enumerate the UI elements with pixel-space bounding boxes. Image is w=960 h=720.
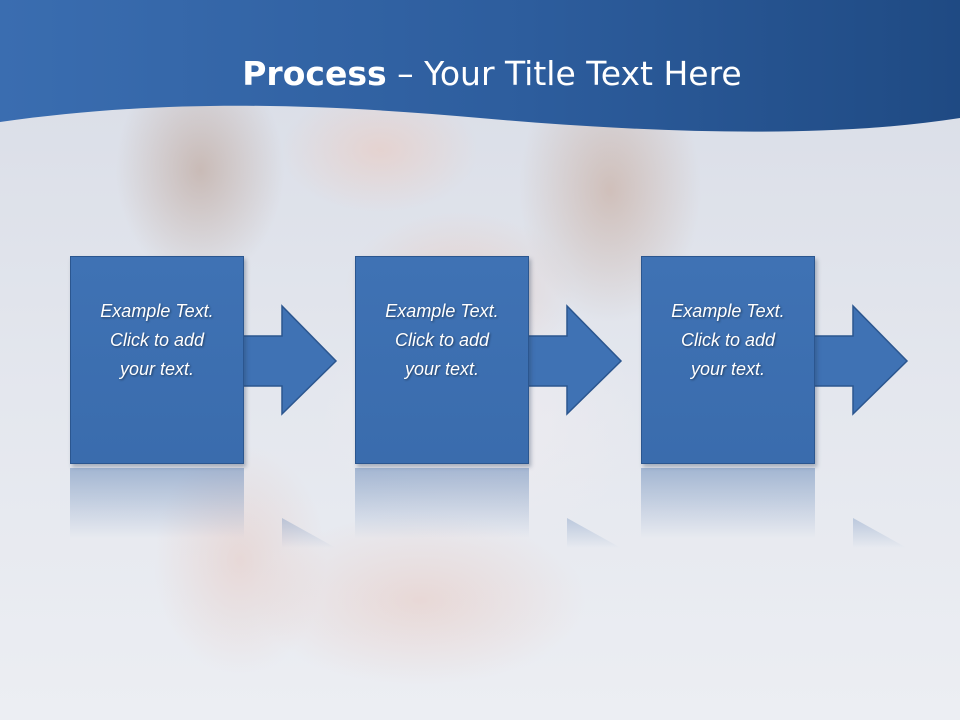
step-text-line: Click to add <box>394 329 490 350</box>
step-text[interactable]: Example Text. Click to add your text. <box>648 297 808 384</box>
process-step-3: Example Text. Click to add your text. <box>641 256 960 548</box>
step-text-line: Example Text. <box>100 300 214 321</box>
step-text[interactable]: Example Text. Click to add your text. <box>77 297 237 384</box>
process-step-2: Example Text. Click to add your text. <box>355 256 695 548</box>
step-text-line: Click to add <box>680 329 776 350</box>
arrow-reflection <box>282 518 336 548</box>
process-step-1: Example Text. Click to add your text. <box>70 256 410 548</box>
step-text-line: your text. <box>404 358 480 379</box>
step-text-line: your text. <box>690 358 766 379</box>
step-text-line: Click to add <box>109 329 205 350</box>
step-text-line: Example Text. <box>385 300 499 321</box>
step-box[interactable]: Example Text. Click to add your text. <box>355 256 529 464</box>
step-text-line: your text. <box>119 358 195 379</box>
title-bold-part: Process <box>242 54 387 93</box>
step-box[interactable]: Example Text. Click to add your text. <box>70 256 244 464</box>
step-reflection <box>641 468 815 538</box>
step-reflection <box>70 468 244 538</box>
header-wave-banner <box>0 0 960 132</box>
step-box[interactable]: Example Text. Click to add your text. <box>641 256 815 464</box>
step-reflection <box>355 468 529 538</box>
title-rest-part: – Your Title Text Here <box>386 54 742 93</box>
step-text[interactable]: Example Text. Click to add your text. <box>362 297 522 384</box>
page-title[interactable]: Process – Your Title Text Here <box>0 52 960 96</box>
step-text-line: Example Text. <box>671 300 785 321</box>
